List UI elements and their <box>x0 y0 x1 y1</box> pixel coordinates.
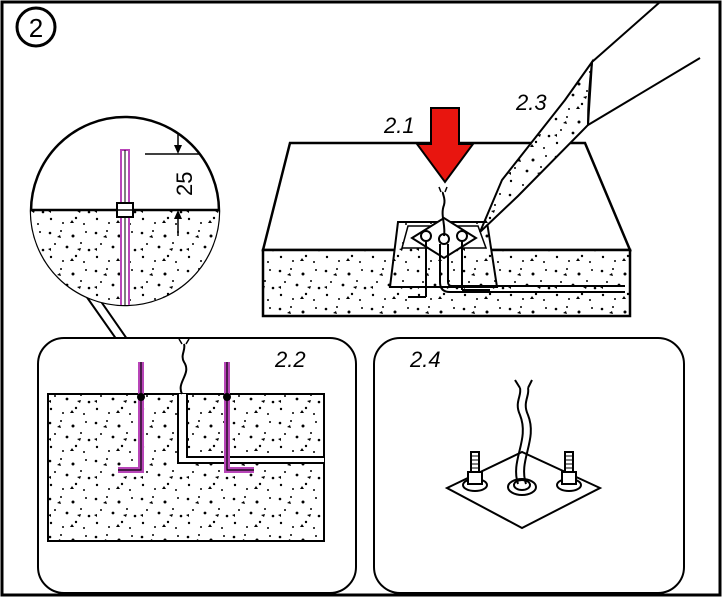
magnified-bolt-detail: 25 <box>29 115 221 374</box>
detail-view-panel <box>373 337 685 594</box>
label-2-4: 2.4 <box>409 347 441 372</box>
step-number: 2 <box>29 13 43 43</box>
concrete-chute <box>479 1 701 233</box>
label-2-3: 2.3 <box>515 90 547 115</box>
conduit-pipe <box>439 244 625 293</box>
step-badge: 2 <box>15 6 57 48</box>
dimension-25: 25 <box>172 172 197 196</box>
label-2-2: 2.2 <box>274 347 306 372</box>
anchor-bolts <box>408 230 490 298</box>
label-2-1: 2.1 <box>383 113 415 138</box>
section-view-panel <box>37 337 357 594</box>
cable <box>441 191 446 237</box>
pour-arrow <box>415 107 475 184</box>
